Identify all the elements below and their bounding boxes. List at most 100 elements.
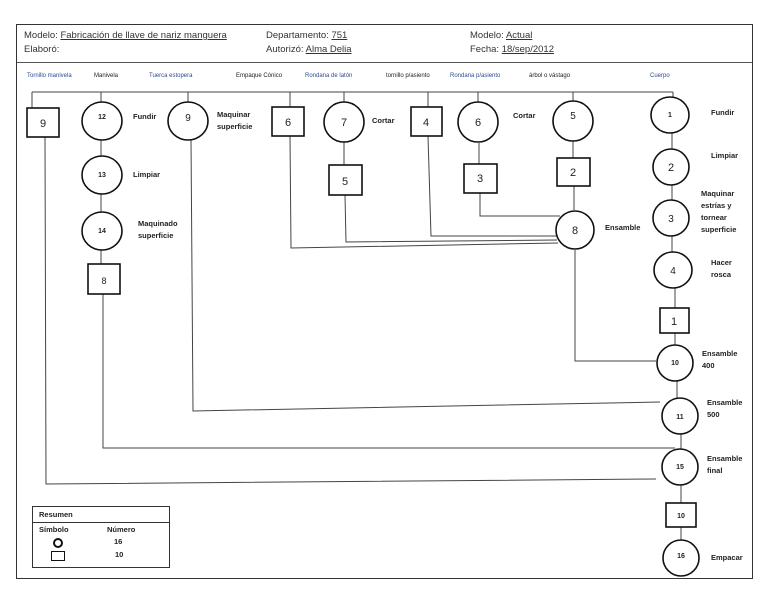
label-op10: Ensamble 400 xyxy=(702,348,737,372)
fecha-label: Fecha: xyxy=(470,44,500,55)
modelo2-value: Actual xyxy=(505,30,533,41)
inspection-number: 1 xyxy=(671,316,677,328)
operation-number: 1 xyxy=(668,112,672,119)
operation-number: 12 xyxy=(98,114,106,121)
label-line: superficie xyxy=(701,225,737,234)
modelo2-label: Modelo: xyxy=(470,30,504,41)
header-modelo: Modelo: Fabricación de llave de nariz ma… xyxy=(24,29,227,42)
departamento-label: Departamento: xyxy=(266,30,329,41)
diagram-frame xyxy=(16,24,753,579)
inspection-number: 2 xyxy=(570,167,576,179)
operation-number: 16 xyxy=(677,553,685,560)
operation-number: 4 xyxy=(670,266,676,277)
flow-line xyxy=(344,194,558,243)
flow-line xyxy=(479,193,560,217)
label-op11: Ensamble 500 xyxy=(707,397,742,421)
flow-line xyxy=(44,136,657,485)
part-rondana-asiento: Rondana p/asiento xyxy=(450,73,501,79)
operation-circle-5 xyxy=(552,100,594,142)
inspection-box-6 xyxy=(271,106,305,137)
inspection-box-8 xyxy=(87,263,121,295)
label-op2: Limpiar xyxy=(711,151,739,160)
operation-circle-10 xyxy=(656,344,694,382)
inspection-number: 4 xyxy=(423,117,429,129)
operation-number: 11 xyxy=(676,414,684,421)
label-line: tornear xyxy=(701,213,727,222)
label-line: 500 xyxy=(707,410,720,419)
part-tornillo-manivela: Tornillo manivela xyxy=(27,73,72,79)
operation-number: 10 xyxy=(671,360,679,367)
label-line: Maquinado xyxy=(138,219,178,228)
label-op8: Ensamble xyxy=(605,223,641,232)
part-arbol-vastago: árbol o vástago xyxy=(529,73,571,79)
operation-circle-13 xyxy=(81,155,123,195)
part-tornillo-asiento: tornillo p/asiento xyxy=(386,73,430,79)
operation-circle-12 xyxy=(81,101,123,141)
operation-number: 2 xyxy=(668,162,674,174)
label-op4: Hacer rosca xyxy=(711,257,732,281)
inspection-number: 10 xyxy=(677,513,685,520)
label-line: Ensamble xyxy=(707,398,743,407)
label-op14: Maquinado superficie xyxy=(138,218,178,242)
modelo-label: Modelo: xyxy=(24,30,58,41)
summary-operation-count: 16 xyxy=(114,537,123,546)
label-op6: Cortar xyxy=(513,111,536,120)
summary-divider xyxy=(33,522,169,523)
fecha-value: 18/sep/2012 xyxy=(501,44,554,55)
operation-circle-9 xyxy=(167,101,209,141)
inspection-number: 8 xyxy=(101,276,106,286)
autorizo-value: Alma Delia xyxy=(305,44,352,55)
label-op7: Cortar xyxy=(372,116,395,125)
operation-circle-11 xyxy=(661,397,699,435)
flow-line xyxy=(427,135,557,237)
operation-number: 6 xyxy=(475,117,481,129)
operation-number: 3 xyxy=(668,214,674,225)
part-rondana-laton: Rondana de latón xyxy=(305,73,353,79)
operation-circle-2 xyxy=(652,148,690,186)
part-manivela: Manivela xyxy=(94,73,119,79)
header-autorizo: Autorizó: Alma Delia xyxy=(266,43,352,56)
operation-number: 9 xyxy=(185,113,191,124)
inspection-box-2 xyxy=(556,157,591,187)
label-op3: Maquinar estrías y tornear superficie xyxy=(701,188,736,236)
inspection-number: 9 xyxy=(40,118,46,130)
operation-circle-1 xyxy=(650,96,690,134)
inspection-box-1 xyxy=(659,307,690,334)
operation-circle-15 xyxy=(661,448,699,486)
inspection-box-10 xyxy=(665,502,697,528)
header-fecha: Fecha: 18/sep/2012 xyxy=(470,43,554,56)
operation-circle-4 xyxy=(653,251,693,289)
label-line: superficie xyxy=(217,122,253,131)
label-line: Maquinar xyxy=(701,189,735,198)
summary-col-number: Número xyxy=(107,525,136,534)
part-tuerca-estopera: Tuerca estopera xyxy=(149,73,193,79)
label-line: Hacer xyxy=(711,258,732,267)
label-op12: Fundir xyxy=(133,112,157,121)
label-line: estrías y xyxy=(701,201,732,210)
inspection-square-icon xyxy=(51,551,65,561)
header-departamento: Departamento: 751 xyxy=(266,29,347,42)
label-op16: Empacar xyxy=(711,553,743,562)
operation-circle-16 xyxy=(662,539,700,577)
part-cuerpo: Cuerpo xyxy=(650,73,670,79)
summary-col-symbol: Símbolo xyxy=(39,525,69,534)
operation-number: 13 xyxy=(98,172,106,179)
flow-line xyxy=(289,135,559,249)
label-op13: Limpiar xyxy=(133,170,161,179)
operation-circle-14 xyxy=(81,211,123,251)
operation-number: 14 xyxy=(98,228,106,235)
inspection-box-9 xyxy=(26,107,60,138)
label-line: final xyxy=(707,466,723,475)
inspection-box-5 xyxy=(328,164,363,196)
label-line: superficie xyxy=(138,231,174,240)
elaboro-label: Elaboró: xyxy=(24,44,60,55)
inspection-number: 3 xyxy=(477,173,483,185)
operation-number: 7 xyxy=(341,117,347,129)
departamento-value: 751 xyxy=(331,30,348,41)
autorizo-label: Autorizó: xyxy=(266,44,304,55)
label-line: rosca xyxy=(711,270,732,279)
label-op9: Maquinar superficie xyxy=(217,109,252,133)
operation-circle-8 xyxy=(555,210,595,250)
operation-circle-icon xyxy=(53,538,63,548)
